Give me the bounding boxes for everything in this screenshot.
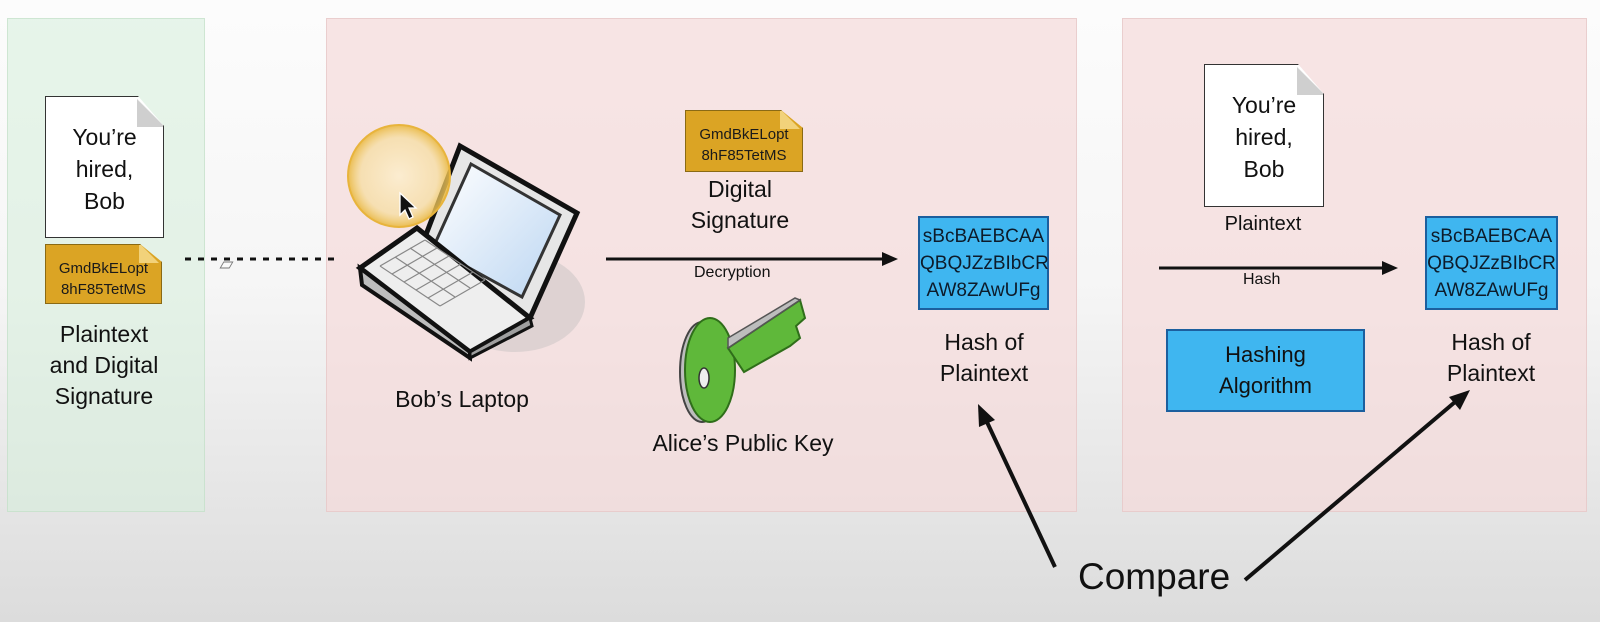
hash-line: sBcBAEBCAA — [1430, 226, 1553, 247]
hash-arrow — [1159, 261, 1398, 275]
algorithm-line: Hashing — [1225, 342, 1306, 367]
hash-line: QBQJZzBIbCR — [1427, 253, 1556, 274]
label-line: Plaintext — [1446, 360, 1536, 386]
signature-line: GmdBkELopt — [58, 260, 149, 277]
public-key-label: Alice’s Public Key — [652, 430, 834, 456]
signature-line: 8hF85TetMS — [60, 281, 147, 298]
decryption-arrow-label: Decryption — [694, 264, 771, 281]
compare-arrow-right — [1243, 390, 1470, 582]
digital-signature-left: GmdBkELopt 8hF85TetMS — [45, 244, 162, 304]
decryption-arrow — [606, 252, 898, 266]
caption-line: Signature — [54, 383, 154, 409]
caption-plaintext-and-signature: Plaintext and Digital Signature — [24, 319, 184, 412]
hash-line: sBcBAEBCAA — [922, 226, 1045, 247]
label-line: Digital — [708, 176, 772, 202]
compare-arrow-left — [978, 404, 1057, 568]
plaintext-label-right: Plaintext — [1224, 213, 1302, 235]
document-line: hired, — [1235, 124, 1293, 150]
hash-arrow-label: Hash — [1243, 271, 1281, 288]
hashing-algorithm-box: Hashing Algorithm — [1166, 329, 1365, 412]
cursor-highlight — [347, 124, 451, 228]
mouse-pointer-icon — [399, 191, 418, 220]
hash-line: AW8ZAwUFg — [926, 280, 1041, 301]
signature-line: 8hF85TetMS — [701, 147, 787, 164]
signature-line: GmdBkELopt — [699, 126, 789, 143]
key-icon — [679, 297, 807, 423]
document-line: You’re — [72, 124, 137, 150]
compare-label: Compare — [1078, 556, 1231, 597]
caption-line: Plaintext — [59, 321, 149, 347]
laptop-label: Bob’s Laptop — [395, 386, 529, 412]
label-line: Plaintext — [939, 360, 1029, 386]
caption-line: and Digital — [49, 352, 159, 378]
hash-of-plaintext-label-middle: Hash of Plaintext — [904, 327, 1064, 389]
algorithm-line: Algorithm — [1219, 373, 1312, 398]
hash-line: AW8ZAwUFg — [1434, 280, 1549, 301]
document-line: Bob — [1243, 156, 1285, 182]
hash-line: QBQJZzBIbCR — [920, 253, 1049, 274]
label-line: Hash of — [1451, 329, 1531, 355]
hash-of-plaintext-label-right: Hash of Plaintext — [1411, 327, 1571, 389]
label-line: Signature — [690, 207, 790, 233]
digital-signature-label: Digital Signature — [660, 174, 820, 236]
hash-box-computed: sBcBAEBCAA QBQJZzBIbCR AW8ZAwUFg — [1425, 216, 1558, 310]
laptop-icon — [219, 142, 585, 362]
digital-signature-middle: GmdBkELopt 8hF85TetMS — [685, 110, 803, 172]
document-line: Bob — [84, 188, 125, 214]
document-line: hired, — [75, 156, 134, 182]
plaintext-document-right: You’re hired, Bob — [1204, 64, 1324, 207]
hash-box-decrypted: sBcBAEBCAA QBQJZzBIbCR AW8ZAwUFg — [918, 216, 1049, 310]
plaintext-document-left: You’re hired, Bob — [45, 96, 164, 238]
document-line: You’re — [1231, 92, 1297, 118]
label-line: Hash of — [944, 329, 1024, 355]
